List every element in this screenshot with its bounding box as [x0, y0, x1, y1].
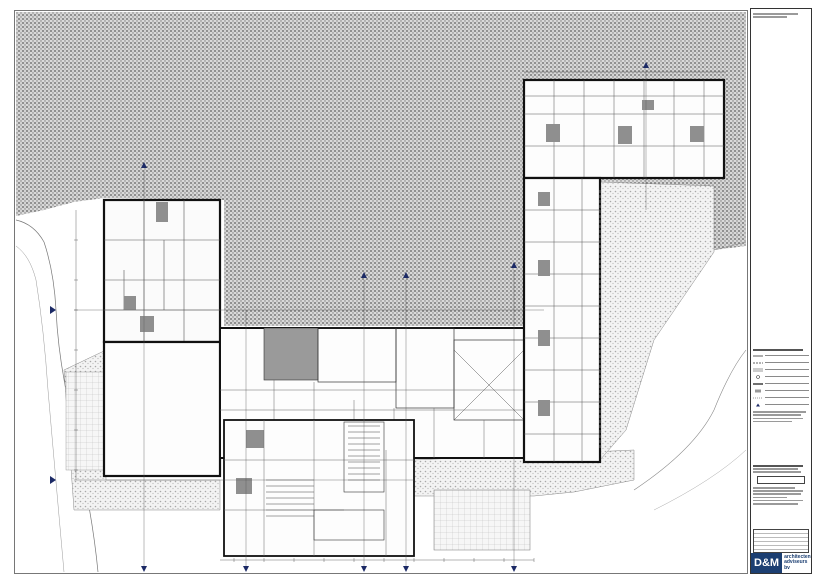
logo-line-1: architecten — [784, 553, 811, 560]
building-east-wing — [522, 78, 726, 464]
legend-item — [753, 394, 809, 401]
logo-mark: D&M — [751, 553, 783, 573]
logo-line-2: adviseurs bv — [784, 559, 808, 571]
shoreline-east-2 — [653, 449, 747, 511]
legend-item — [753, 401, 809, 408]
revision-table — [753, 529, 809, 553]
legend-item — [753, 352, 809, 359]
title-block-header — [753, 13, 809, 19]
legend-item — [753, 387, 809, 394]
title-block: D&M architecten adviseurs bv — [750, 8, 812, 574]
shoreline-west-2 — [15, 245, 65, 573]
paving-west — [65, 371, 107, 471]
structural-grid-lines — [74, 70, 647, 570]
legend-item — [753, 359, 809, 366]
legend — [753, 349, 809, 424]
project-status-box — [757, 475, 805, 484]
legend-item — [753, 373, 809, 380]
legend-item — [753, 366, 809, 373]
building-south-core — [223, 419, 415, 557]
dimension-lines — [74, 71, 726, 562]
floor-plan-drawing — [14, 10, 748, 574]
legend-item — [753, 380, 809, 387]
grid-markers — [50, 62, 649, 572]
project-info — [753, 465, 809, 506]
building-north-west-wing — [102, 198, 222, 344]
entrance-deck — [433, 489, 531, 551]
firm-logo: D&M architecten adviseurs bv — [751, 553, 811, 573]
shoreline-east — [633, 241, 747, 491]
